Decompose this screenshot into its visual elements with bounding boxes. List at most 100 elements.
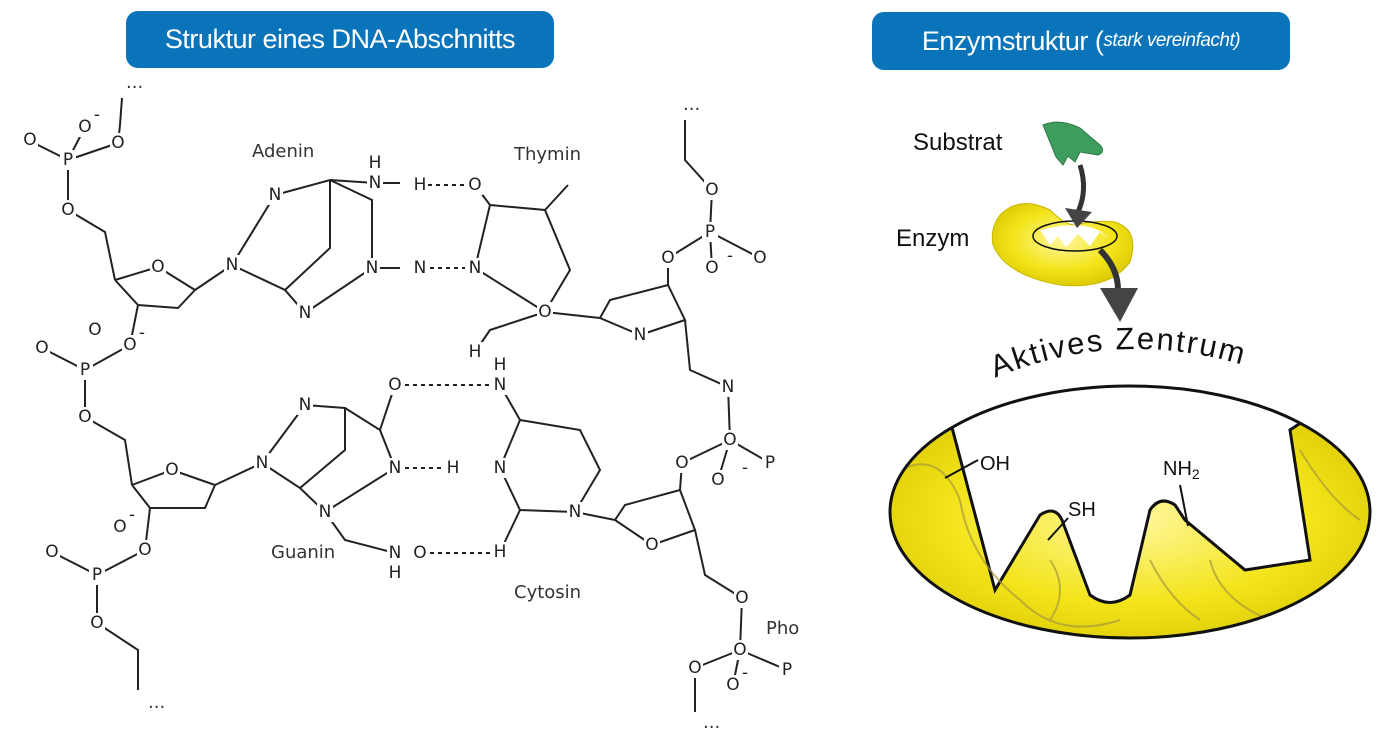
arrow-enzyme-to-zoom: [1097, 247, 1121, 291]
atom-p: P: [782, 660, 792, 680]
bond: [231, 178, 373, 315]
charge-minus: -: [139, 323, 145, 343]
atom-o: O: [123, 335, 136, 355]
bond: [544, 311, 601, 319]
atom-n: N: [469, 258, 482, 278]
atom-p: P: [765, 453, 775, 473]
atom-n: N: [389, 543, 402, 563]
atom-o: O: [113, 517, 126, 537]
charge-minus: -: [727, 246, 733, 266]
enzyme-label: Enzym: [896, 225, 969, 252]
atom-o: O: [711, 470, 724, 490]
atom-o: O: [45, 542, 58, 562]
atom-o: O: [645, 535, 658, 555]
substrate-label: Substrat: [913, 129, 1003, 156]
ellipsis-bottom-left: ...: [148, 692, 165, 713]
bond: [694, 529, 743, 599]
bond: [324, 511, 396, 554]
bond: [96, 622, 139, 690]
atom-h: H: [389, 563, 402, 583]
atom-n: N: [494, 458, 507, 478]
atom-o: O: [35, 338, 48, 358]
atom-o: O: [61, 200, 74, 220]
bond: [84, 416, 133, 486]
atom-o: O: [165, 460, 178, 480]
bond: [67, 142, 119, 161]
atom-o: O: [388, 375, 401, 395]
atom-o: O: [661, 248, 674, 268]
atom-n: N: [389, 458, 402, 478]
dna-section-title: Struktur eines DNA-Abschnitts: [126, 11, 554, 68]
charge-minus: -: [129, 505, 135, 525]
atom-o: O: [688, 658, 701, 678]
enzyme-pocket: [1040, 225, 1108, 247]
label-guanin: Guanin: [271, 542, 335, 563]
atom-o: O: [90, 613, 103, 633]
label-phosphate: Pho: [766, 618, 799, 639]
enzyme-shape: [991, 203, 1134, 287]
bond: [544, 184, 569, 211]
bond: [709, 231, 761, 259]
atom-n: N: [369, 173, 382, 193]
atom-h: H: [469, 342, 482, 362]
bond: [299, 408, 346, 489]
bond: [684, 120, 713, 191]
active-site-zoom: [890, 386, 1370, 638]
ellipsis-bottom-right: ...: [703, 712, 720, 730]
active-site-ellipse: [888, 384, 1372, 640]
atom-p: P: [63, 150, 73, 170]
bond: [67, 209, 116, 281]
atom-n: N: [226, 255, 239, 275]
arrow-head-2: [1100, 288, 1138, 322]
atom-o: O: [735, 588, 748, 608]
atom-o: O: [88, 320, 101, 340]
label-cytosin: Cytosin: [514, 582, 581, 603]
atom-o: O: [111, 133, 124, 153]
group-nh2: NH2: [1163, 458, 1200, 482]
atom-o: O: [538, 302, 551, 322]
atom-o: O: [705, 180, 718, 200]
atom-o: O: [468, 175, 481, 195]
label-adenin: Adenin: [252, 141, 314, 162]
atom-n: N: [299, 395, 312, 415]
atom-o: O: [733, 640, 746, 660]
atom-n: N: [366, 258, 379, 278]
atom-n: N: [269, 185, 282, 205]
charge-minus: -: [742, 458, 748, 478]
arrow-substrate-to-enzyme: [1075, 164, 1086, 214]
atom-n: N: [634, 325, 647, 345]
atom-n: N: [256, 453, 269, 473]
enzyme-title-main: Enzymstruktur (: [921, 25, 1104, 56]
atom-h: H: [494, 355, 507, 375]
atom-o: O: [753, 248, 766, 268]
bond: [284, 180, 331, 291]
bond: [498, 384, 602, 514]
atom-h: H: [369, 153, 382, 173]
bond: [473, 184, 572, 314]
atom-o: O: [675, 453, 688, 473]
atom-h: H: [447, 458, 460, 478]
atom-h: H: [414, 175, 427, 195]
charge-minus: -: [94, 105, 100, 125]
atom-n: N: [722, 377, 735, 397]
atom-o: O: [413, 543, 426, 563]
enzyme-title-italic: stark vereinfacht): [1103, 30, 1241, 51]
atom-h: H: [494, 542, 507, 562]
atom-p: P: [92, 565, 102, 585]
bond: [684, 319, 729, 388]
substrate-shape: [1042, 121, 1104, 166]
atom-n: N: [299, 303, 312, 323]
atom-p: P: [705, 222, 715, 242]
charge-minus: -: [742, 663, 748, 683]
atom-n: N: [494, 375, 507, 395]
active-site-label: Aktives Zentrum: [985, 321, 1251, 384]
atom-p: P: [80, 360, 90, 380]
atom-n: N: [414, 258, 427, 278]
ellipsis-top-right: ...: [683, 94, 700, 115]
atom-o: O: [726, 675, 739, 695]
atom-o: O: [151, 257, 164, 277]
atom-o: O: [138, 540, 151, 560]
atom-o: O: [705, 258, 718, 278]
dna-bonds: [35, 97, 788, 712]
